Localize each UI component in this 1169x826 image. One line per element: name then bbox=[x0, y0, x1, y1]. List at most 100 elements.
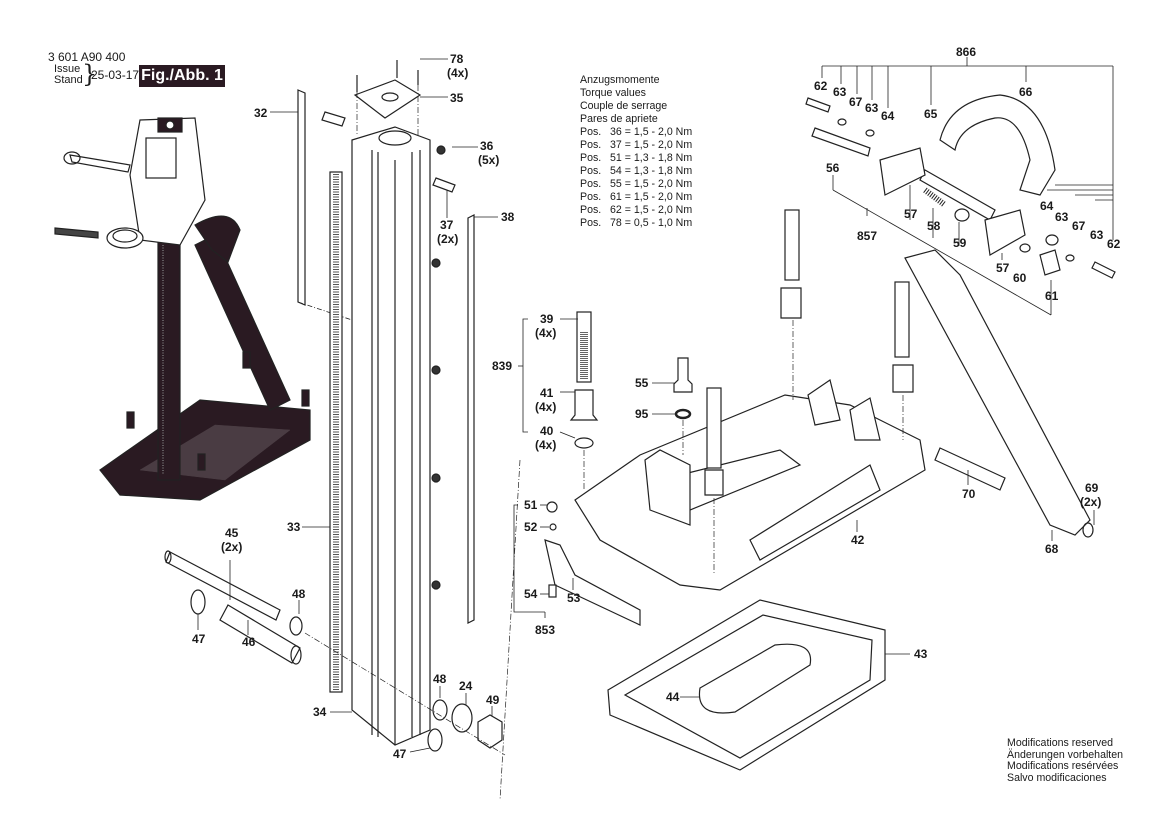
part-label-58: 58 bbox=[927, 219, 941, 233]
pin-70 bbox=[934, 447, 1006, 491]
fitting-55 bbox=[673, 357, 693, 393]
screw-37 bbox=[432, 177, 456, 193]
part-label-70: 70 bbox=[962, 487, 976, 501]
bush-41 bbox=[569, 389, 599, 421]
washer-48b bbox=[432, 699, 448, 721]
torque-title-es: Pares de apriete bbox=[580, 113, 658, 125]
scale-strip-38 bbox=[467, 214, 475, 624]
part-label-78: 78 bbox=[450, 52, 464, 66]
part-label-839: 839 bbox=[492, 359, 513, 373]
spring-58 bbox=[923, 187, 947, 208]
note-en: Modifications reserved bbox=[1007, 737, 1113, 749]
shaft-45 bbox=[165, 551, 281, 621]
note-fr: Modifications resérvées bbox=[1007, 760, 1119, 773]
screw-62b bbox=[1091, 261, 1116, 279]
modifications-note: Modifications reserved Änderungen vorbeh… bbox=[1007, 737, 1124, 784]
top-plate-35 bbox=[353, 79, 422, 119]
note-es: Salvo modificaciones bbox=[1007, 771, 1107, 784]
part-label-59: 59 bbox=[953, 236, 967, 250]
part-label-61: 61 bbox=[1045, 289, 1059, 303]
torque-title-fr: Couple de serrage bbox=[580, 100, 668, 112]
washer-60 bbox=[1019, 243, 1031, 253]
part-label-857: 857 bbox=[857, 229, 878, 243]
part-label-63d: 63 bbox=[1090, 228, 1104, 242]
part-label-43: 43 bbox=[914, 647, 928, 661]
part-label-41-qty: (4x) bbox=[535, 400, 557, 414]
part-label-68: 68 bbox=[1045, 542, 1059, 556]
part-label-38: 38 bbox=[501, 210, 515, 224]
part-label-48b: 48 bbox=[433, 672, 447, 686]
circlip-47b bbox=[427, 728, 443, 752]
part-label-48a: 48 bbox=[292, 587, 306, 601]
part-label-55: 55 bbox=[635, 376, 649, 390]
torque-row: Pos.37 = 1,5 - 2,0 Nm bbox=[580, 139, 693, 151]
part-label-47b: 47 bbox=[393, 747, 407, 761]
leader-lines bbox=[197, 57, 1114, 753]
torque-title-de: Anzugsmomente bbox=[580, 74, 660, 86]
part-label-46: 46 bbox=[242, 635, 256, 649]
mat-43 bbox=[607, 599, 886, 771]
clip-40 bbox=[574, 437, 594, 449]
nut-49 bbox=[477, 714, 503, 749]
part-label-36-qty: (5x) bbox=[478, 153, 500, 167]
note-de: Änderungen vorbehalten bbox=[1007, 748, 1124, 761]
part-label-49: 49 bbox=[486, 693, 500, 707]
part-label-24: 24 bbox=[459, 679, 473, 693]
part-label-64a: 64 bbox=[881, 109, 895, 123]
figure-label: Fig./Abb. 1 bbox=[139, 65, 225, 87]
part-label-52: 52 bbox=[524, 520, 538, 534]
part-label-32: 32 bbox=[254, 106, 268, 120]
screws-36 bbox=[431, 145, 446, 590]
handle-66 bbox=[939, 94, 1056, 196]
insert-44 bbox=[698, 643, 812, 714]
washer-52 bbox=[549, 523, 557, 531]
part-label-39-qty: (4x) bbox=[535, 326, 557, 340]
o-ring-95 bbox=[674, 408, 692, 420]
part-label-36: 36 bbox=[480, 139, 494, 153]
part-label-37: 37 bbox=[440, 218, 454, 232]
screw-54 bbox=[548, 584, 557, 598]
issue-label-en: Issue bbox=[54, 63, 81, 75]
bush-61 bbox=[1039, 249, 1061, 276]
screws-78 bbox=[356, 60, 419, 92]
issue-labels: Issue Stand bbox=[54, 64, 83, 86]
bolt-56 bbox=[811, 127, 871, 157]
part-label-78-qty: (4x) bbox=[447, 66, 469, 80]
circlip-69 bbox=[1082, 522, 1094, 538]
part-label-40: 40 bbox=[540, 424, 554, 438]
part-label-35: 35 bbox=[450, 91, 464, 105]
part-label-60: 60 bbox=[1013, 271, 1027, 285]
part-label-67b: 67 bbox=[1072, 219, 1086, 233]
screw-51 bbox=[546, 501, 558, 513]
scale-strip-32 bbox=[297, 89, 306, 306]
document-number: 3 601 A90 400 bbox=[48, 50, 126, 64]
column-34 bbox=[351, 126, 431, 746]
part-label-45: 45 bbox=[225, 526, 239, 540]
circlip-47a bbox=[190, 589, 206, 615]
bracket-57b bbox=[984, 209, 1026, 256]
part-label-57b: 57 bbox=[996, 261, 1010, 275]
part-label-63c: 63 bbox=[1055, 210, 1069, 224]
part-label-44: 44 bbox=[666, 690, 680, 704]
part-label-47a: 47 bbox=[192, 632, 206, 646]
part-label-69-qty: (2x) bbox=[1080, 495, 1102, 509]
torque-title-en: Torque values bbox=[580, 87, 646, 99]
brace-glyph: } bbox=[82, 60, 98, 88]
torque-row: Pos.51 = 1,3 - 1,8 Nm bbox=[580, 152, 693, 164]
part-label-66: 66 bbox=[1019, 85, 1033, 99]
screw-62a bbox=[805, 97, 831, 113]
part-label-67a: 67 bbox=[849, 95, 863, 109]
torque-row: Pos.54 = 1,3 - 1,8 Nm bbox=[580, 165, 693, 177]
torque-row: Pos.62 = 1,5 - 2,0 Nm bbox=[580, 204, 693, 216]
part-label-95: 95 bbox=[635, 407, 649, 421]
part-label-34: 34 bbox=[313, 705, 327, 719]
part-label-41: 41 bbox=[540, 386, 554, 400]
bracket-57a bbox=[879, 147, 926, 196]
issue-label-de: Stand bbox=[54, 74, 83, 86]
part-label-37-qty: (2x) bbox=[437, 232, 459, 246]
part-label-40-qty: (4x) bbox=[535, 438, 557, 452]
issue-date: 25-03-17 bbox=[91, 68, 140, 82]
part-label-45-qty: (2x) bbox=[221, 540, 243, 554]
torque-row: Pos.36 = 1,5 - 2,0 Nm bbox=[580, 126, 693, 138]
